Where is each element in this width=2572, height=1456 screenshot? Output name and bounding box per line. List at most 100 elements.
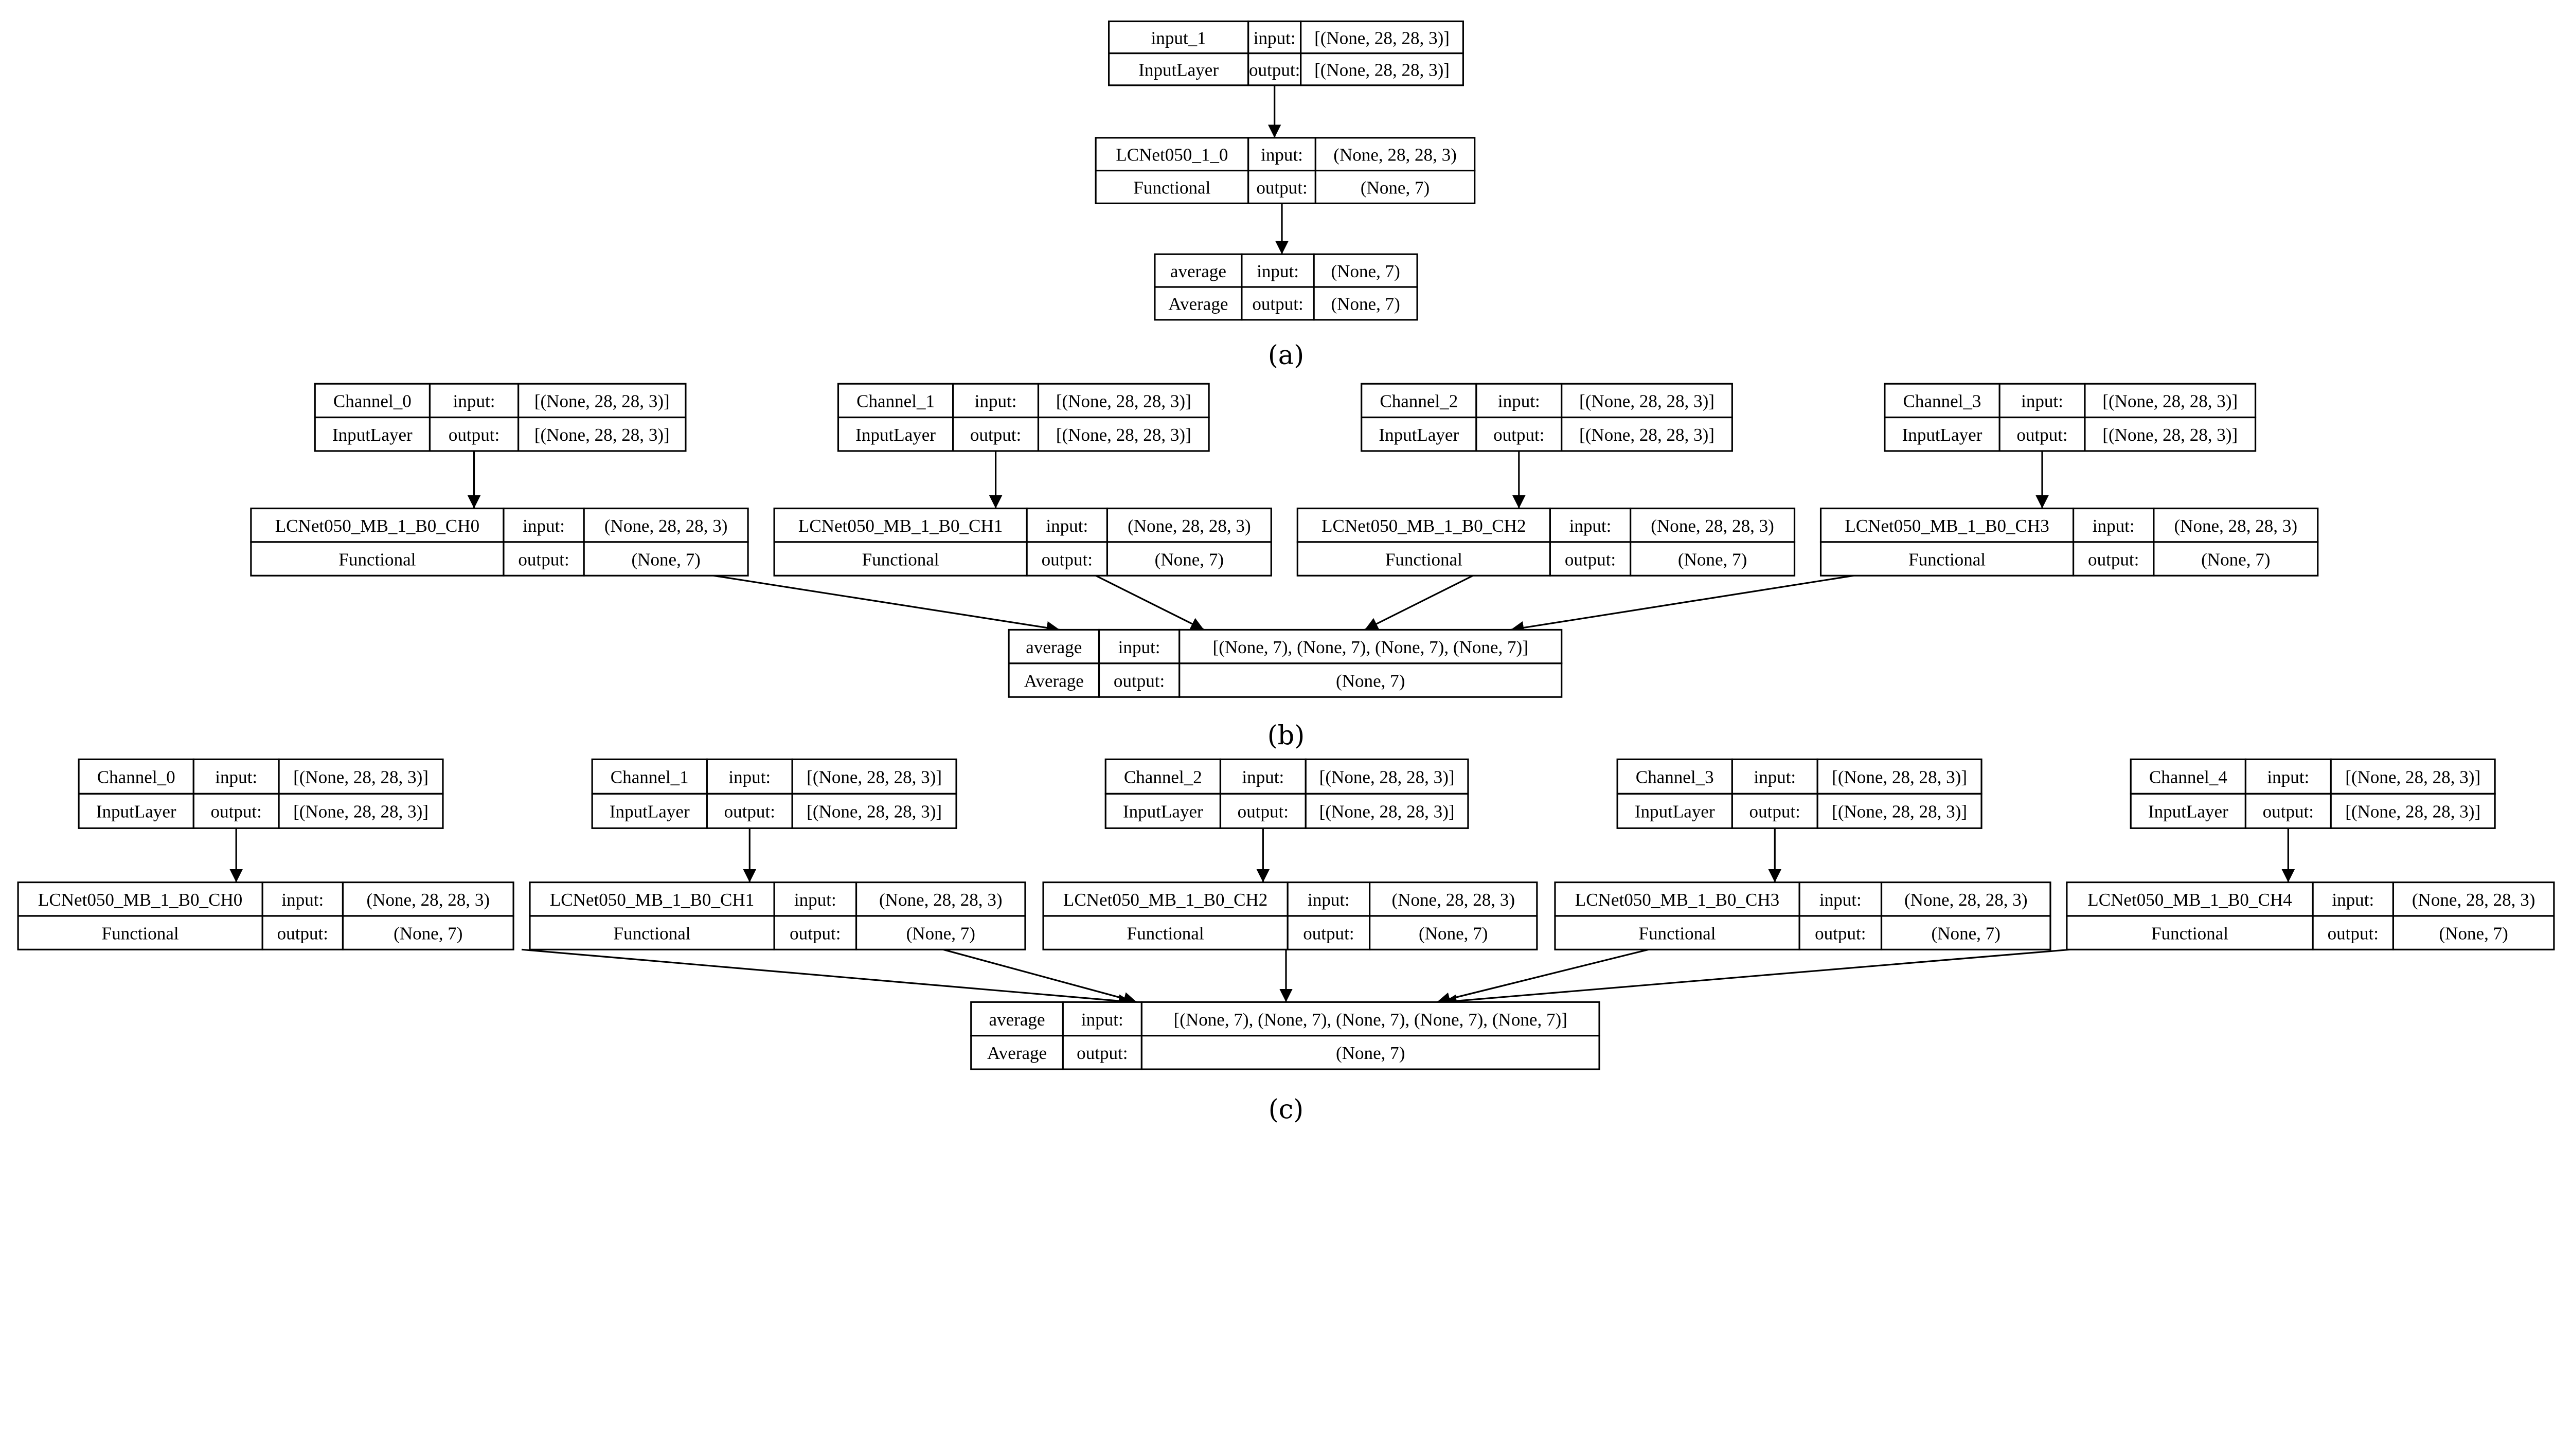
node-output: [(None, 28, 28, 3)]: [1056, 425, 1191, 445]
model-architecture-diagram: input_1 input: [(None, 28, 28, 3)] InputLay…: [17, 20, 2555, 1125]
table-cell: [342, 915, 514, 950]
table-cell: [2392, 915, 2555, 950]
table-cell: [2392, 881, 2555, 917]
table-cell: [1616, 793, 1733, 829]
table-cell: [1561, 416, 1733, 452]
node-input: (None, 28, 28, 3): [604, 516, 728, 536]
node-input-label: input:: [1498, 391, 1540, 411]
node-output: [(None, 28, 28, 3)]: [1832, 802, 1967, 822]
node-output-label: output:: [2088, 549, 2139, 569]
node-output-label: output:: [790, 923, 841, 943]
edge-arrow: [1510, 574, 1854, 635]
table-cell: [342, 881, 514, 917]
layer-node-channel-3: Channel_3 input: [(None, 28, 28, 3)] InputL…: [1616, 758, 1982, 829]
node-name: Channel_3: [1636, 767, 1714, 787]
node-name: LCNet050_MB_1_B0_CH1: [550, 890, 754, 910]
table-cell: [952, 416, 1040, 452]
node-input-label: input:: [1242, 767, 1284, 787]
node-name: average: [989, 1010, 1045, 1030]
table-cell: [2066, 881, 2314, 917]
node-output: (None, 7): [631, 549, 700, 569]
node-name: average: [1026, 637, 1082, 657]
table-cell: [1008, 662, 1100, 698]
node-name: Channel_3: [1903, 391, 1981, 411]
node-input-label: input:: [794, 890, 836, 910]
node-output: [(None, 28, 28, 3)]: [2345, 802, 2480, 822]
table-cell: [1140, 1035, 1600, 1070]
table-cell: [1798, 915, 1883, 950]
node-output-label: output:: [277, 923, 328, 943]
node-input-label: input:: [1569, 516, 1612, 536]
table-cell: [2330, 793, 2496, 829]
node-output-label: output:: [1114, 671, 1165, 691]
table-cell: [2130, 793, 2247, 829]
node-output-label: output:: [1238, 802, 1289, 822]
node-input-label: input:: [281, 890, 324, 910]
node-name: input_1: [1151, 28, 1206, 48]
node-type: Functional: [1127, 923, 1204, 943]
node-output-label: output:: [1565, 549, 1616, 569]
node-type: InputLayer: [1635, 802, 1715, 822]
table-cell: [837, 416, 954, 452]
table-cell: [1369, 915, 1538, 950]
edges: [1267, 85, 1289, 255]
node-input-label: input:: [728, 767, 771, 787]
table-cell: [503, 541, 585, 577]
node-type: InputLayer: [2148, 802, 2228, 822]
edge-arrow: [1436, 948, 1649, 1005]
table-cell: [529, 881, 775, 917]
node-input-label: input:: [2093, 516, 2135, 536]
table-cell: [2244, 758, 2332, 795]
table-cell: [1616, 758, 1733, 795]
table-cell: [1095, 137, 1249, 172]
node-type: Average: [1168, 294, 1228, 314]
node-type: Functional: [1908, 549, 1986, 569]
table-cell: [2153, 507, 2319, 543]
node-input: (None, 28, 28, 3): [879, 890, 1003, 910]
node-type: Functional: [614, 923, 691, 943]
table-cell: [2153, 541, 2319, 577]
node-output-label: output:: [1303, 923, 1354, 943]
node-type: Functional: [1385, 549, 1462, 569]
table-cell: [1296, 541, 1551, 577]
edge-arrow: [1364, 574, 1474, 631]
table-cell: [970, 1001, 1064, 1037]
node-name: LCNet050_1_0: [1116, 145, 1228, 165]
table-cell: [1314, 170, 1476, 205]
node-input: [(None, 28, 28, 3)]: [1319, 767, 1455, 787]
table-cell: [17, 915, 263, 950]
table-cell: [1305, 758, 1469, 795]
node-output: (None, 7): [1419, 923, 1488, 943]
node-input: [(None, 28, 28, 3)]: [1056, 391, 1191, 411]
node-input-label: input:: [2021, 391, 2063, 411]
node-output: (None, 7): [1932, 923, 2001, 943]
table-cell: [517, 383, 687, 419]
node-input-label: input:: [1754, 767, 1796, 787]
table-cell: [1106, 541, 1272, 577]
node-output-label: output:: [518, 549, 569, 569]
panel-caption: (c): [1269, 1095, 1303, 1125]
node-input: (None, 28, 28, 3): [1333, 145, 1457, 165]
node-output-label: output:: [1077, 1043, 1128, 1063]
node-name: LCNet050_MB_1_B0_CH2: [1321, 516, 1526, 536]
edge-arrow: [1095, 574, 1205, 631]
table-cell: [2066, 915, 2314, 950]
table-cell: [1154, 286, 1243, 321]
node-type: InputLayer: [1379, 425, 1459, 445]
table-cell: [78, 793, 194, 829]
table-cell: [1880, 915, 2051, 950]
node-input-label: input:: [1118, 637, 1160, 657]
table-cell: [517, 416, 687, 452]
node-input: [(None, 28, 28, 3)]: [2102, 391, 2238, 411]
node-output: (None, 7): [906, 923, 975, 943]
table-cell: [583, 541, 749, 577]
